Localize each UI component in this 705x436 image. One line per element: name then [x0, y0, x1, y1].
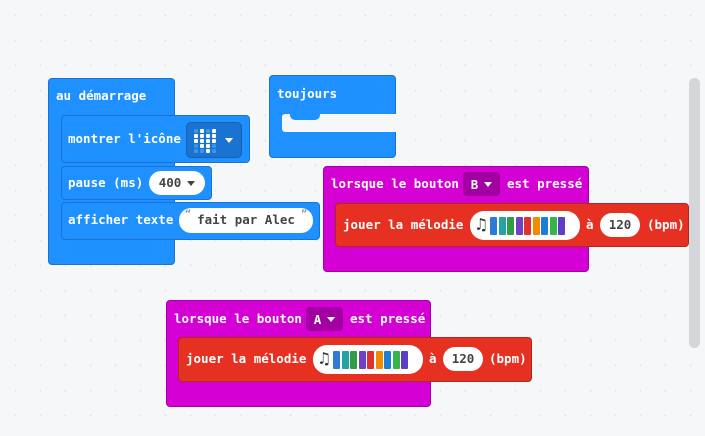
button-a-event-prefix: lorsque le bouton	[174, 311, 302, 326]
show-string-input[interactable]: “ fait par Alec ”	[179, 208, 313, 233]
dropdown-arrow-icon	[187, 180, 196, 186]
melody-note-bar	[333, 350, 341, 369]
music-note-icon: ♫	[319, 349, 330, 369]
melody-note-bar	[401, 350, 409, 369]
button-a-value: A	[313, 311, 322, 327]
at-label: à	[429, 351, 437, 366]
quote-close: ”	[300, 209, 307, 220]
quote-open: “	[185, 209, 192, 220]
melody-note-bar	[341, 350, 349, 369]
melody-note-bar	[392, 350, 400, 369]
play-melody-label: jouer la mélodie	[186, 351, 307, 366]
music-note-icon: ♫	[476, 215, 487, 235]
melody-note-bar	[524, 216, 532, 235]
melody-picker[interactable]: ♫	[470, 211, 580, 240]
button-b-value: B	[470, 176, 479, 192]
forever-label: toujours	[277, 86, 338, 101]
melody-note-bar	[507, 216, 515, 235]
tempo-value: 120	[608, 216, 632, 232]
melody-note-bar	[367, 350, 375, 369]
pause-value-dropdown[interactable]: 400	[149, 171, 205, 195]
button-a-dropdown[interactable]: A	[306, 307, 343, 331]
vertical-scrollbar[interactable]	[689, 78, 700, 348]
pause-label: pause (ms)	[68, 175, 144, 190]
icon-picker[interactable]	[186, 122, 242, 158]
heart-icon	[194, 129, 216, 153]
show-icon-label: montrer l'icône	[68, 131, 181, 146]
bpm-label: (bpm)	[647, 217, 685, 232]
melody-preview	[490, 216, 567, 235]
melody-note-bar	[384, 350, 392, 369]
melody-preview	[333, 350, 410, 369]
melody-note-bar	[515, 216, 523, 235]
melody-note-bar	[358, 350, 366, 369]
show-string-value: fait par Alec	[197, 212, 295, 228]
bpm-label: (bpm)	[489, 351, 527, 366]
dropdown-arrow-icon	[327, 316, 336, 322]
melody-note-bar	[350, 350, 358, 369]
melody-note-bar	[532, 216, 540, 235]
tempo-input[interactable]: 120	[443, 347, 483, 371]
dropdown-arrow-icon	[484, 181, 493, 187]
melody-note-bar	[375, 350, 383, 369]
show-string-label: afficher texte	[68, 212, 174, 227]
tempo-value: 120	[451, 350, 475, 366]
melody-note-bar	[490, 216, 498, 235]
melody-note-bar	[549, 216, 557, 235]
dropdown-arrow-icon	[225, 138, 233, 143]
tempo-input[interactable]: 120	[600, 213, 640, 237]
play-melody-label: jouer la mélodie	[343, 217, 464, 232]
on-start-label: au démarrage	[56, 88, 147, 103]
melody-picker[interactable]: ♫	[313, 345, 423, 374]
button-a-event-suffix: est pressé	[350, 311, 426, 326]
button-b-event-prefix: lorsque le bouton	[331, 176, 459, 191]
melody-note-bar	[558, 216, 566, 235]
pause-value: 400	[158, 174, 182, 190]
forever-slot-notch	[290, 114, 320, 120]
melody-note-bar	[541, 216, 549, 235]
button-b-dropdown[interactable]: B	[463, 172, 500, 196]
at-label: à	[586, 217, 594, 232]
melody-note-bar	[498, 216, 506, 235]
button-b-event-suffix: est pressé	[507, 176, 583, 191]
